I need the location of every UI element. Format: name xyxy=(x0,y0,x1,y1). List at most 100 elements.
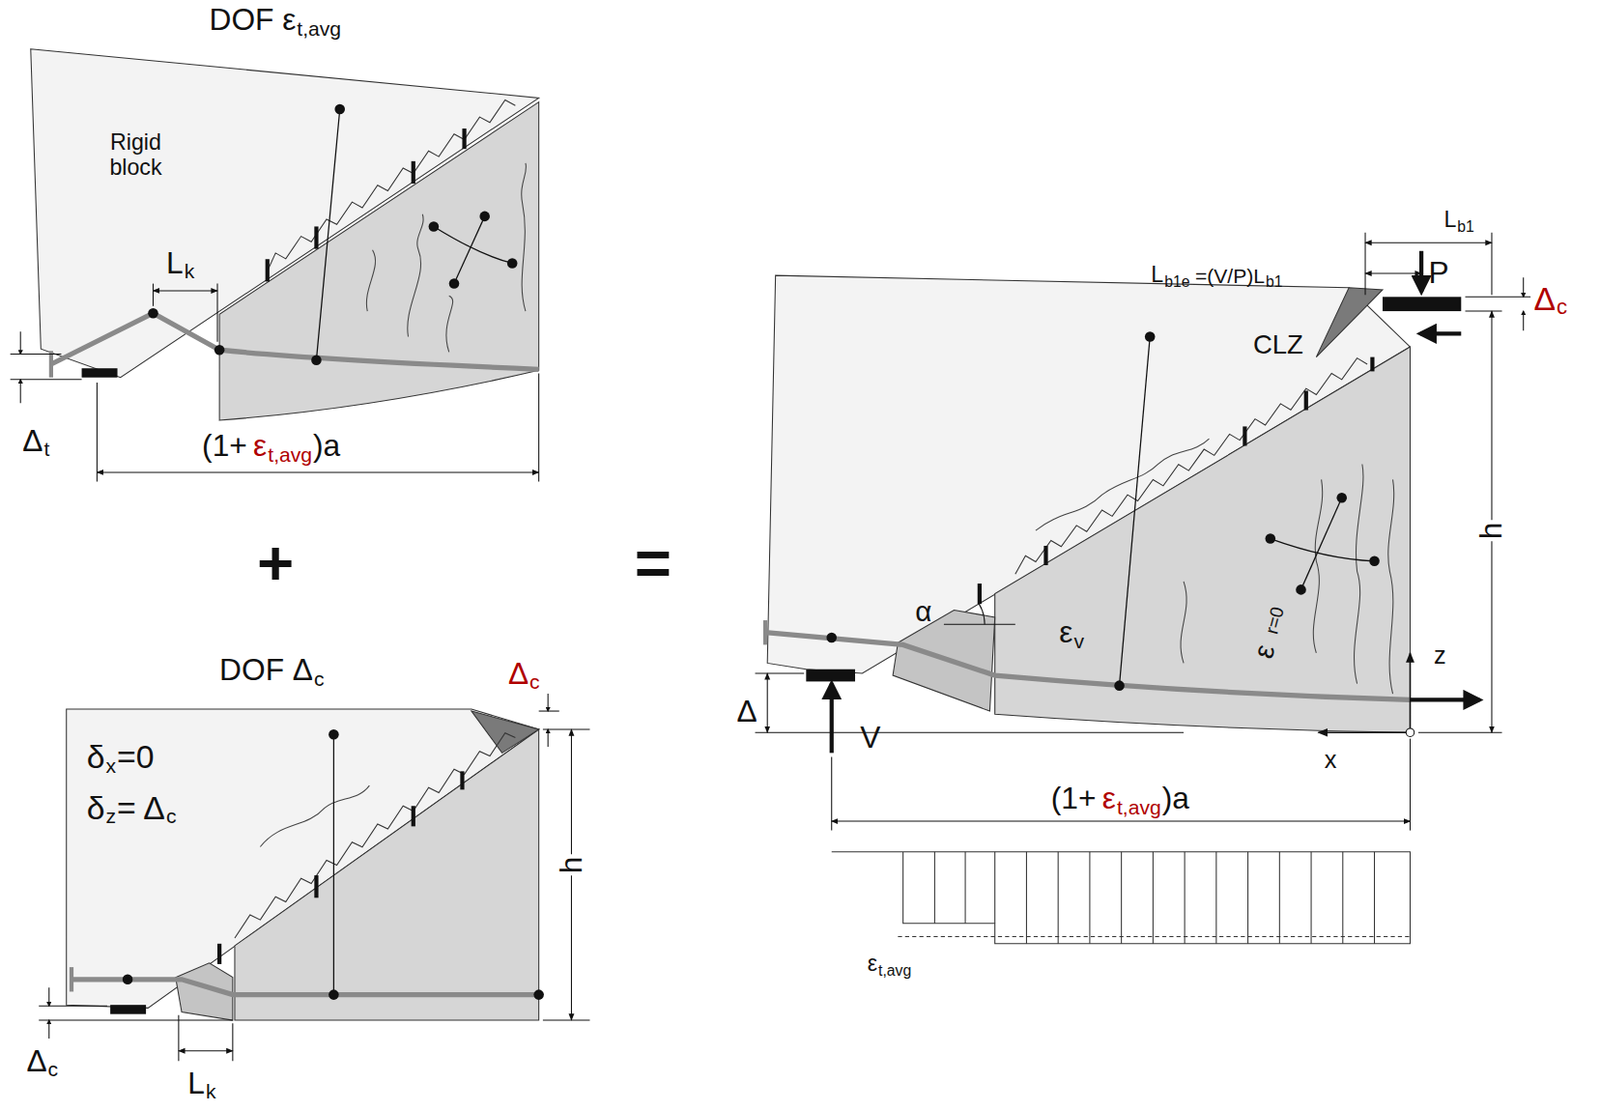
top-figure-part-part xyxy=(265,258,270,282)
right-figure-part-part xyxy=(977,583,982,604)
right-figure xyxy=(755,232,1532,831)
figure-label: Δ xyxy=(1533,281,1556,317)
top-figure-part xyxy=(82,368,118,378)
figure-label: x xyxy=(106,754,117,777)
strain-diagram-part xyxy=(1026,852,1028,944)
figure-label: t,avg xyxy=(296,17,342,40)
figure-label: c xyxy=(314,667,325,690)
bottom-figure xyxy=(38,693,590,1061)
right-figure-part xyxy=(1382,296,1461,312)
right-figure-part xyxy=(755,232,1532,831)
right-figure-part-part xyxy=(1265,533,1277,544)
bottom-figure-part-part xyxy=(539,711,560,713)
right-figure-part xyxy=(995,346,1411,733)
strain-diagram-part xyxy=(1088,852,1090,944)
top-figure-part xyxy=(267,99,516,271)
top-figure-part xyxy=(219,102,540,421)
figure-label: δ xyxy=(86,739,106,775)
right-figure-part xyxy=(1405,728,1414,737)
right-figure-part xyxy=(1409,697,1480,702)
figure-label: Δ xyxy=(27,1044,48,1079)
top-figure-part-part xyxy=(147,308,159,319)
top-figure-part-part xyxy=(96,471,539,473)
figure-label: = Δ xyxy=(116,790,166,827)
right-figure-part xyxy=(979,357,1373,605)
strain-diagram-part xyxy=(1215,852,1217,944)
top-figure xyxy=(10,49,540,483)
figure-label: P xyxy=(1428,256,1450,290)
figure-label: DOF ε xyxy=(209,2,297,37)
right-figure-part-part xyxy=(1295,584,1307,596)
right-figure-part-part xyxy=(943,624,1016,626)
bottom-figure-part-part xyxy=(314,875,318,898)
strain-diagram xyxy=(831,852,1411,944)
top-figure-part-part xyxy=(10,353,62,355)
top-figure-part xyxy=(267,128,465,282)
bottom-figure-part xyxy=(219,771,462,965)
bottom-figure-part-part xyxy=(48,987,50,1006)
top-figure-part-part xyxy=(479,211,490,223)
figure-label: = xyxy=(634,528,672,599)
figure-label: ε xyxy=(1102,781,1116,816)
figure-label: b1e xyxy=(1164,273,1190,290)
figure-label: x xyxy=(1324,746,1338,774)
right-figure-part xyxy=(1035,438,1395,694)
figure-label: c xyxy=(166,804,177,828)
right-figure-part-part xyxy=(1388,479,1395,694)
top-figure-part-part xyxy=(20,379,22,403)
right-figure-part-part xyxy=(1304,390,1309,410)
right-figure-part-part xyxy=(1365,242,1492,244)
figure-label: =(V/P)L xyxy=(1195,264,1265,287)
bottom-figure-part-part xyxy=(38,1019,233,1021)
top-figure-part-part xyxy=(449,278,460,289)
figure-label: k xyxy=(205,1080,217,1103)
figure-label: b1 xyxy=(1457,218,1475,235)
right-figure-part-part xyxy=(1114,680,1125,691)
top-figure-part-part xyxy=(311,354,322,366)
right-figure-part-part xyxy=(1465,296,1532,298)
top-figure-part xyxy=(315,109,340,361)
strain-diagram-part xyxy=(1373,852,1375,944)
strain-diagram-part xyxy=(1279,852,1281,944)
right-figure-part-part xyxy=(1180,581,1187,663)
figure-label: (1+ xyxy=(201,428,248,463)
figure-label: z xyxy=(1433,642,1447,670)
bottom-figure-part-part xyxy=(48,1020,50,1039)
top-figure-part-part xyxy=(152,289,218,291)
bottom-figure-part xyxy=(333,734,335,995)
figure-label: v xyxy=(1073,629,1085,653)
figure-label: z xyxy=(106,804,117,828)
right-figure-part-part xyxy=(755,672,805,674)
top-figure-part-part xyxy=(216,284,218,343)
right-figure-part-part xyxy=(1365,232,1367,295)
right-figure-part-part xyxy=(1418,732,1503,734)
top-figure-part xyxy=(366,163,526,352)
top-figure-part xyxy=(49,350,54,377)
right-figure-part-part xyxy=(1144,331,1156,343)
figure-label: t,avg xyxy=(1116,796,1162,819)
bottom-figure-part-part xyxy=(533,989,544,1000)
right-figure-part-part xyxy=(1369,556,1380,568)
right-figure-part-part xyxy=(1365,272,1422,274)
strain-diagram-part xyxy=(1342,852,1343,944)
figure-label: L xyxy=(166,246,184,281)
right-figure-part-part xyxy=(1336,492,1347,504)
bottom-figure-part-part xyxy=(547,693,549,712)
right-figure-part xyxy=(1419,251,1424,292)
top-figure-part-part xyxy=(96,382,98,482)
right-figure-part xyxy=(829,684,834,754)
right-figure-part xyxy=(1015,358,1368,575)
right-figure-part-part xyxy=(755,732,1185,734)
figure-label: ε xyxy=(1058,615,1073,650)
right-figure-part-part xyxy=(1354,463,1364,684)
top-figure-part-part xyxy=(152,284,154,307)
figure-label: ε xyxy=(867,951,878,977)
top-figure-part-part xyxy=(428,221,440,232)
figure-label: DOF Δ xyxy=(219,653,314,687)
figure-label: h xyxy=(554,855,589,877)
right-figure-part-part xyxy=(1522,277,1524,297)
bottom-figure-part xyxy=(234,729,540,1021)
figure-label: Δ xyxy=(508,657,529,691)
bottom-figure-part-part xyxy=(217,943,222,965)
figure-label: Δ xyxy=(737,694,758,729)
